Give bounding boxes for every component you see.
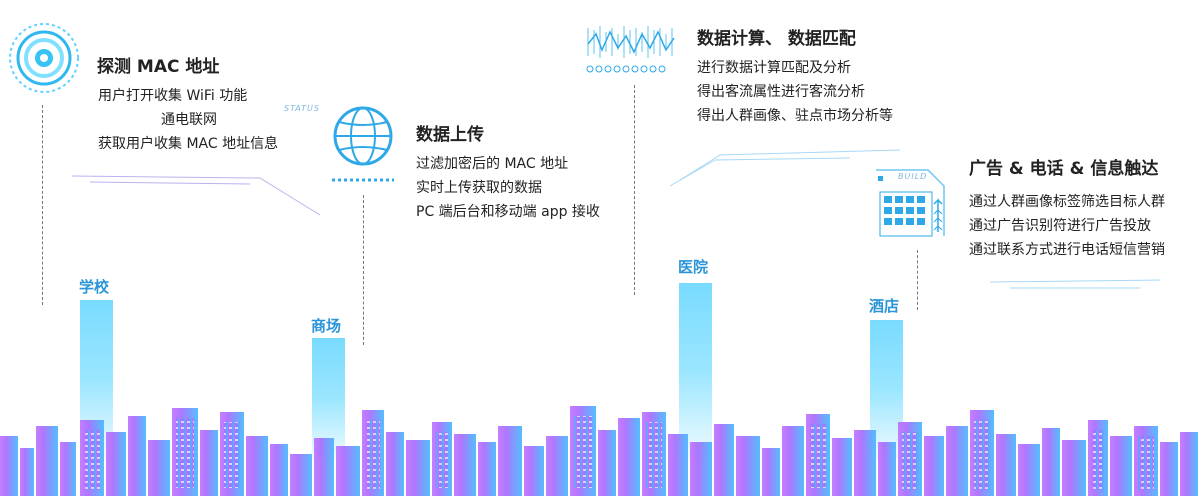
- section-line-upload-3: PC 端后台和移动端 app 接收: [416, 204, 600, 220]
- section-title-reach: 广告 & 电话 & 信息触达: [969, 159, 1159, 179]
- connector-line-upload: [363, 195, 364, 345]
- globe-icon: [332, 106, 394, 182]
- section-title-compute: 数据计算、 数据匹配: [697, 29, 856, 49]
- section-title-upload: 数据上传: [416, 125, 484, 145]
- section-line-probe-3: 获取用户收集 MAC 地址信息: [98, 136, 279, 152]
- section-line-reach-1: 通过人群画像标签筛选目标人群: [969, 194, 1165, 210]
- section-title-probe: 探测 MAC 地址: [97, 57, 220, 77]
- section-line-upload-1: 过滤加密后的 MAC 地址: [416, 156, 569, 172]
- city-skyline: [0, 406, 1198, 496]
- section-line-probe-1: 用户打开收集 WiFi 功能: [98, 88, 248, 104]
- section-line-compute-1: 进行数据计算匹配及分析: [697, 60, 851, 76]
- connector-line-compute: [634, 85, 635, 295]
- status-tag: STATUS: [284, 104, 320, 113]
- building-icon: [876, 169, 945, 237]
- place-label-mall: 商场: [311, 317, 342, 335]
- section-line-reach-2: 通过广告识别符进行广告投放: [969, 218, 1151, 234]
- radar-icon: [9, 23, 79, 93]
- section-line-reach-3: 通过联系方式进行电话短信营销: [969, 242, 1165, 258]
- waveform-icon: [586, 26, 675, 73]
- build-tag: BUILD: [898, 172, 928, 181]
- section-line-upload-2: 实时上传获取的数据: [416, 180, 542, 196]
- section-line-probe-2: 通电联网: [161, 112, 217, 128]
- place-label-hospital: 医院: [678, 258, 709, 276]
- place-label-school: 学校: [79, 278, 110, 296]
- connector-line-reach: [917, 250, 918, 310]
- connector-line-probe: [42, 105, 43, 305]
- place-bar-hospital: [679, 283, 712, 460]
- place-label-hotel: 酒店: [869, 297, 900, 315]
- section-line-compute-3: 得出人群画像、驻点市场分析等: [697, 108, 893, 124]
- section-line-compute-2: 得出客流属性进行客流分析: [697, 84, 865, 100]
